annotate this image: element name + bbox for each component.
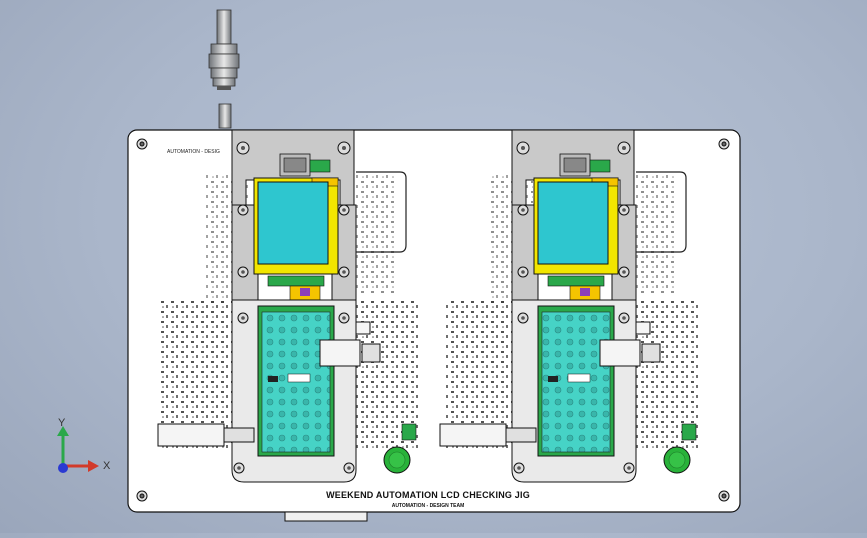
station-right <box>439 129 700 483</box>
lcd-screen-left <box>257 181 329 265</box>
jig-subtitle: AUTOMATION - DESIGN TEAM <box>392 503 465 509</box>
lcd-screen-right <box>537 181 609 265</box>
pneumatic-fitting-icon <box>208 9 240 129</box>
station-left <box>157 129 420 483</box>
start-button-left[interactable] <box>383 446 411 474</box>
start-button-right[interactable] <box>663 446 691 474</box>
plate-bottom-tab <box>284 511 368 522</box>
jig-title: WEEKEND AUTOMATION LCD CHECKING JIG <box>326 490 530 500</box>
axis-triad-icon <box>57 426 99 473</box>
mounting-holes <box>136 138 730 502</box>
plate-corner-text: AUTOMATION - DESIG <box>167 149 220 155</box>
axis-y-label: Y <box>58 417 66 429</box>
axis-x-label: X <box>103 460 111 472</box>
